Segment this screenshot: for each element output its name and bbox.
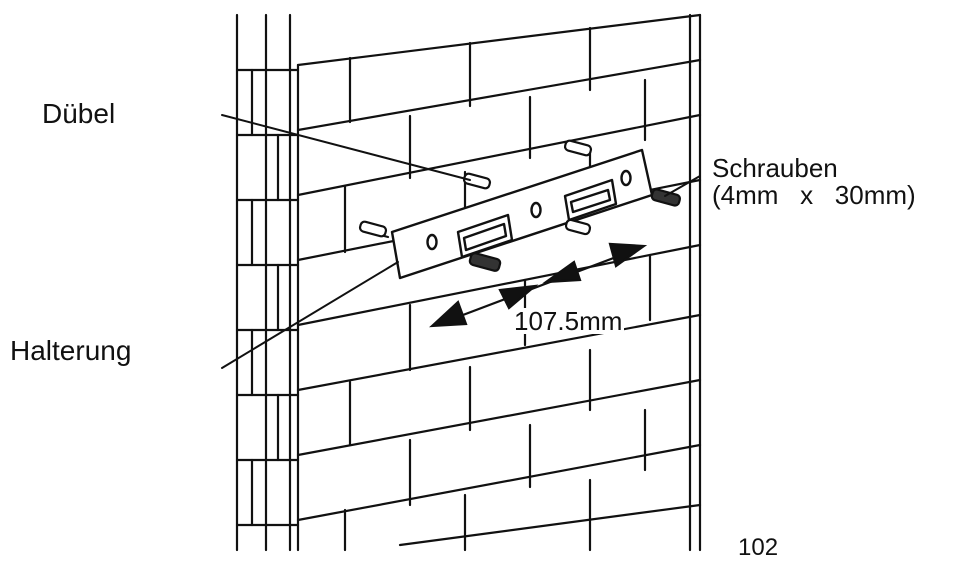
arrowhead-mid-b — [542, 260, 582, 284]
wall-brick-joints — [343, 26, 652, 552]
leader-lines — [221, 114, 701, 369]
dowels-and-screws — [358, 139, 682, 272]
screws-size-label: (4mm x 30mm) — [712, 180, 916, 210]
dowel-lower — [564, 218, 592, 236]
dimension-label: 107.5mm — [512, 306, 625, 336]
dowel-right — [563, 139, 593, 157]
dowel-label: Dübel — [42, 98, 116, 129]
dimension-arrows — [428, 242, 648, 328]
arrowhead-left — [428, 300, 468, 328]
arrowhead-right — [608, 242, 648, 268]
dowel-left — [358, 220, 390, 239]
arrowhead-mid-a — [498, 284, 539, 310]
page-number: 102 — [738, 534, 779, 561]
screw-right — [650, 188, 682, 207]
wall-brick-courses — [296, 13, 702, 552]
bracket-label: Halterung — [10, 335, 132, 366]
dowel-center — [462, 172, 492, 190]
wall-corner-column — [235, 13, 300, 552]
screws-label: Schrauben — [712, 153, 838, 183]
screw-lower — [468, 252, 502, 272]
